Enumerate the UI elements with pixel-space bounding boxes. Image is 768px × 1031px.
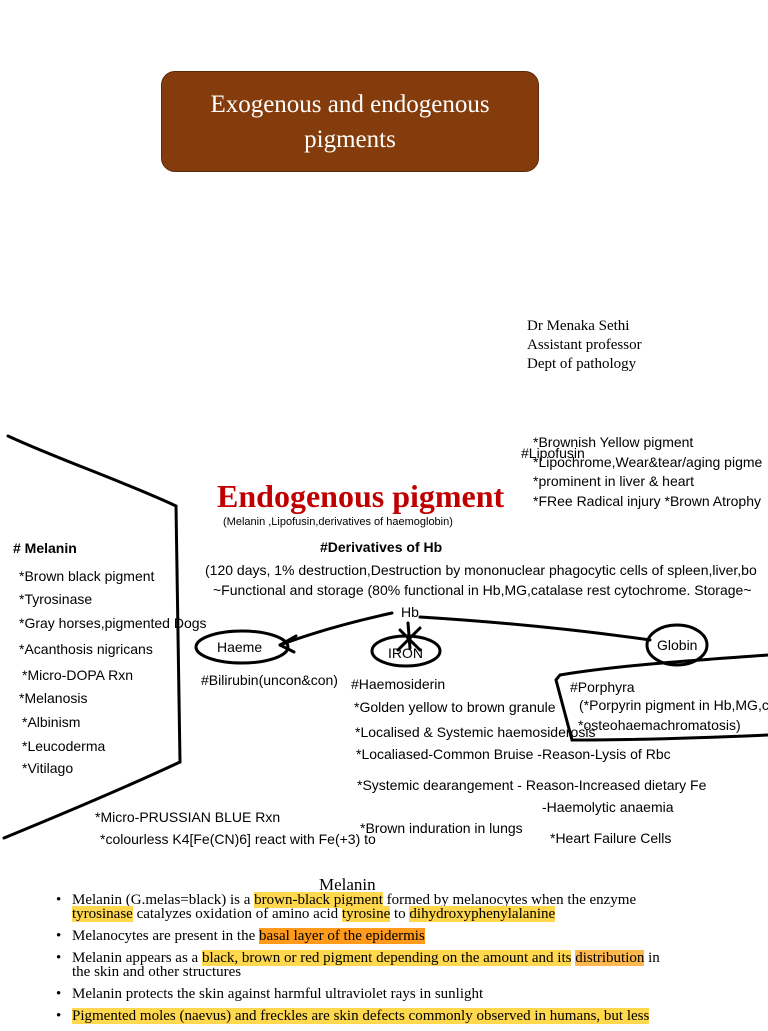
highlight: Pigmented moles (naevus) and freckles ar… — [72, 1008, 650, 1024]
colourless-text: *colourless K4[Fe(CN)6] react with Fe(+3… — [100, 831, 376, 847]
highlight: black, brown or red pigment depending on… — [201, 950, 572, 966]
melanin-list-item: *Micro-DOPA Rxn — [22, 667, 133, 683]
bullet-item: Melanocytes are present in the basal lay… — [56, 928, 756, 944]
heart-failure-text: *Heart Failure Cells — [550, 830, 672, 846]
haeme-label: Haeme — [217, 639, 263, 655]
bullet-item: Melanin (G.melas=black) is a brown-black… — [56, 892, 756, 922]
hb-label: Hb — [401, 604, 419, 620]
bullet-text: the skin and other structures — [72, 964, 242, 980]
melanin-list-item: *Brown black pigment — [19, 568, 155, 584]
bullet-text: Melanin (G.melas=black) is a — [72, 892, 255, 908]
lipofusin-item: *Lipochrome,Wear&tear/aging pigme — [533, 454, 763, 470]
author-dept: Dept of pathology — [527, 356, 637, 372]
haemolytic-text: -Haemolytic anaemia — [542, 799, 674, 815]
melanin-list-item: *Acanthosis nigricans — [19, 641, 153, 657]
bilirubin-label: #Bilirubin(uncon&con) — [201, 672, 338, 688]
bullet-item: Melanin protects the skin against harmfu… — [56, 986, 756, 1002]
bullet-item: Melanin appears as a black, brown or red… — [56, 950, 756, 980]
melanin-list-item: *Gray horses,pigmented Dogs — [19, 615, 207, 631]
localised-text: *Localised & Systemic haemosiderosis — [355, 724, 596, 740]
bullet-text: Melanin appears as a — [72, 950, 202, 966]
title-line-2: pigments — [304, 125, 396, 153]
bullet-item: Pigmented moles (naevus) and freckles ar… — [56, 1008, 756, 1024]
prussian-text: *Micro-PRUSSIAN BLUE Rxn — [95, 809, 281, 825]
melanin-list-heading: # Melanin — [13, 540, 77, 556]
lipofusin-item: *FRee Radical injury *Brown Atrophy — [533, 493, 761, 509]
melanin-list-item: *Vitilago — [22, 760, 74, 776]
author-name: Dr Menaka Sethi — [527, 318, 630, 334]
highlight: tyrosinase — [72, 906, 133, 922]
lipofusin-heading: #Lipofusin — [521, 445, 585, 461]
melanin-list-item: *Tyrosinase — [19, 591, 93, 607]
systemic-text: *Systemic dearangement - Reason-Increase… — [357, 777, 707, 793]
lipofusin-item: *Brownish Yellow pigment — [533, 434, 694, 450]
endogenous-subtitle: (Melanin ,Lipofusin,derivatives of haemo… — [223, 516, 453, 528]
endogenous-title: Endogenous pigment — [217, 478, 505, 514]
iron-label: IRON — [388, 645, 423, 661]
bruise-text: *Localiased-Common Bruise -Reason-Lysis … — [356, 746, 671, 762]
melanin-list-item: *Melanosis — [19, 690, 88, 706]
osteo-text: *osteohaemachromatosis) — [578, 717, 741, 733]
title-line-1: Exogenous and endogenous — [210, 90, 490, 118]
highlight: tyrosine — [341, 906, 391, 922]
melanin-section-heading: Melanin — [319, 875, 376, 894]
highlight: brown-black pigment — [254, 892, 383, 908]
porpyrin-text: (*Porpyrin pigment in Hb,MG,c — [579, 697, 768, 713]
bullet-text: catalyzes oxidation of amino acid — [132, 906, 342, 922]
hb-line-1: (120 days, 1% destruction,Destruction by… — [205, 562, 757, 578]
melanin-list-item: *Leucoderma — [22, 738, 106, 754]
melanin-bullets: Melanin (G.melas=black) is a brown-black… — [56, 892, 756, 1031]
golden-yellow-text: *Golden yellow to brown granule — [354, 699, 556, 715]
highlight: distribution — [575, 950, 645, 966]
bullet-text: formed by melanocytes when the enzyme — [382, 892, 637, 908]
induration-text: *Brown induration in lungs — [360, 820, 523, 836]
globin-label: Globin — [657, 637, 698, 653]
hb-heading: #Derivatives of Hb — [320, 539, 443, 555]
author-block: Dr Menaka Sethi Assistant professor Dept… — [527, 317, 642, 374]
lipofusin-item: *prominent in liver & heart — [533, 473, 695, 489]
bullet-text: to — [390, 906, 410, 922]
melanin-list-item: *Albinism — [22, 714, 81, 730]
hb-line-2: ~Functional and storage (80% functional … — [213, 582, 752, 598]
author-position: Assistant professor — [527, 337, 642, 353]
bullet-text: Melanin protects the skin against harmfu… — [72, 986, 484, 1002]
bullet-text: in — [644, 950, 660, 966]
highlight: basal layer of the epidermis — [259, 928, 425, 944]
bullet-text: Melanocytes are present in the — [72, 928, 260, 944]
title-box: Exogenous and endogenous pigments — [161, 71, 539, 172]
porphyra-label: #Porphyra — [570, 679, 635, 695]
highlight: dihydroxyphenylalanine — [409, 906, 556, 922]
haemosiderin-label: #Haemosiderin — [351, 676, 446, 692]
